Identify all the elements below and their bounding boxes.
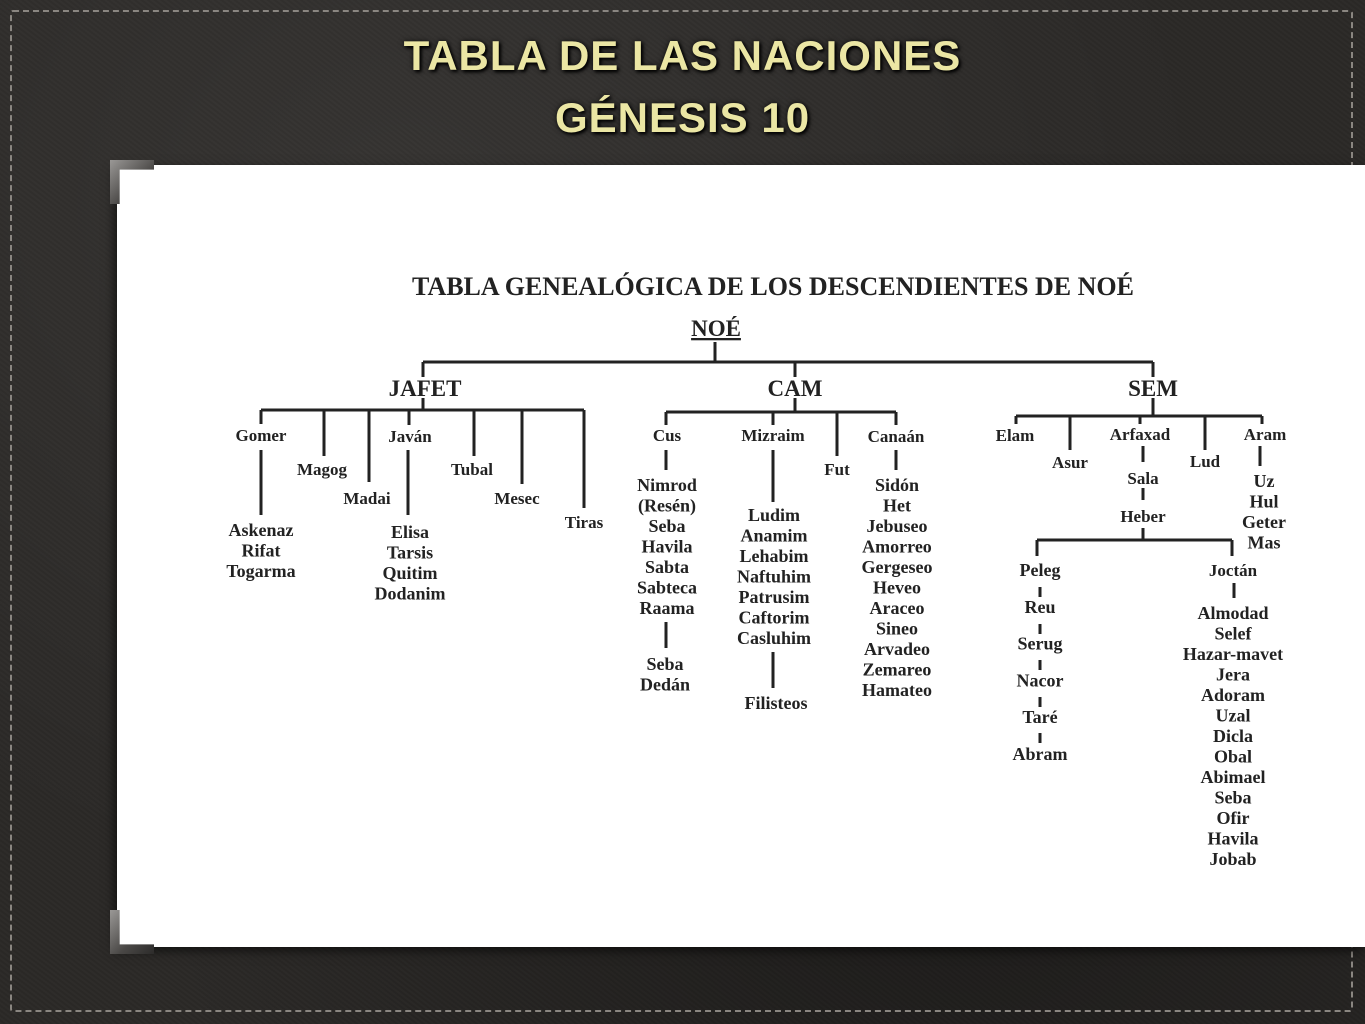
node-aram: Aram — [1244, 425, 1286, 444]
node-lud: Lud — [1190, 452, 1221, 471]
diagram-title: TABLA GENEALÓGICA DE LOS DESCENDIENTES D… — [412, 272, 1134, 301]
descendant-name: Geter — [1242, 512, 1286, 532]
descendant-name: Anamim — [741, 526, 808, 546]
descendant-name: Uzal — [1216, 706, 1251, 726]
descendant-name: Sineo — [876, 619, 918, 639]
descendant-name: Dedán — [640, 675, 690, 695]
descendant-name: Seba — [648, 516, 685, 536]
descendant-name: (Resén) — [638, 496, 696, 517]
node-tubal: Tubal — [451, 460, 493, 479]
node-mizraim: Mizraim — [741, 426, 804, 445]
mizraim-descendants-list: LudimAnamimLehabimNaftuhimPatrusimCaftor… — [737, 505, 811, 648]
joctan-descendants-list: AlmodadSelefHazar-mavetJeraAdoramUzalDic… — [1183, 603, 1283, 869]
slide-title-line-1: TABLA DE LAS NACIONES — [403, 32, 962, 79]
descendant-name: Ofir — [1217, 808, 1250, 828]
son-cam: CAM — [768, 376, 823, 401]
descendant-name: Reu — [1025, 597, 1056, 617]
descendant-name: Seba — [1214, 788, 1251, 808]
descendant-name: Naftuhim — [737, 567, 811, 587]
diagram-paper — [117, 165, 1365, 947]
node-javan: Javán — [388, 427, 432, 446]
descendant-name: Jera — [1216, 665, 1250, 685]
descendant-name: Hul — [1249, 492, 1278, 512]
node-asur: Asur — [1052, 453, 1088, 472]
descendant-name: Dicla — [1213, 726, 1253, 746]
descendant-name: Adoram — [1201, 685, 1265, 705]
node-sala: Sala — [1127, 469, 1159, 488]
root-noe: NOÉ — [691, 316, 741, 341]
descendant-name: Sabta — [645, 557, 689, 577]
descendant-name: Jebuseo — [866, 516, 927, 536]
descendant-name: Quitim — [382, 563, 437, 583]
descendant-name: Arvadeo — [864, 639, 930, 659]
descendant-name: Nimrod — [637, 475, 697, 495]
descendant-name: Dodanim — [374, 584, 445, 604]
descendant-name: Amorreo — [862, 537, 932, 557]
slide-title-line-2: GÉNESIS 10 — [554, 94, 811, 141]
descendant-name: Heveo — [873, 578, 921, 598]
descendant-name: Zemareo — [863, 660, 932, 680]
node-canaan: Canaán — [868, 427, 925, 446]
descendant-name: Raama — [640, 598, 695, 618]
descendant-name: Havila — [641, 537, 692, 557]
node-cus: Cus — [653, 426, 682, 445]
node-arfaxad: Arfaxad — [1110, 425, 1171, 444]
descendant-name: Jobab — [1209, 849, 1256, 869]
descendant-name: Ludim — [748, 505, 800, 525]
node-joctan: Joctán — [1209, 561, 1258, 580]
descendant-name: Rifat — [242, 541, 281, 561]
node-heber: Heber — [1120, 507, 1166, 526]
descendant-name: Abimael — [1201, 767, 1266, 787]
descendant-name: Peleg — [1020, 560, 1061, 580]
node-elam: Elam — [996, 426, 1035, 445]
node-magog: Magog — [297, 460, 348, 479]
descendant-name: Sidón — [875, 475, 919, 495]
descendant-name: Casluhim — [737, 628, 811, 648]
descendant-name: Sabteca — [637, 578, 697, 598]
descendant-name: Askenaz — [228, 520, 293, 540]
descendant-name: Abram — [1013, 744, 1068, 764]
node-tiras: Tiras — [565, 513, 604, 532]
casluhim-descendants-list: Filisteos — [745, 693, 808, 713]
node-gomer: Gomer — [236, 426, 287, 445]
son-jafet: JAFET — [389, 376, 462, 401]
node-madai: Madai — [343, 489, 391, 508]
descendant-name: Serug — [1018, 634, 1063, 654]
descendant-name: Selef — [1215, 624, 1253, 644]
descendant-name: Het — [883, 496, 911, 516]
descendant-name: Tarsis — [387, 543, 433, 563]
descendant-name: Taré — [1022, 707, 1057, 727]
descendant-name: Hamateo — [862, 680, 932, 700]
descendant-name: Uz — [1254, 471, 1275, 491]
node-fut: Fut — [824, 460, 850, 479]
descendant-name: Patrusim — [739, 587, 810, 607]
descendant-name: Caftorim — [739, 608, 810, 628]
descendant-name: Havila — [1207, 829, 1258, 849]
descendant-name: Araceo — [870, 598, 925, 618]
descendant-name: Almodad — [1197, 603, 1268, 623]
son-sem: SEM — [1128, 376, 1178, 401]
descendant-name: Seba — [646, 654, 683, 674]
descendant-name: Elisa — [391, 522, 429, 542]
descendant-name: Hazar-mavet — [1183, 644, 1283, 664]
descendant-name: Mas — [1248, 533, 1281, 553]
descendant-name: Filisteos — [745, 693, 808, 713]
descendant-name: Lehabim — [739, 546, 808, 566]
descendant-name: Obal — [1214, 747, 1252, 767]
canaan-descendants-list: SidónHetJebuseoAmorreoGergeseoHeveoArace… — [862, 475, 933, 700]
node-mesec: Mesec — [494, 489, 540, 508]
descendant-name: Gergeseo — [862, 557, 933, 577]
descendant-name: Nacor — [1017, 670, 1064, 690]
connector-lines — [259, 342, 1264, 743]
descendant-name: Togarma — [226, 561, 295, 581]
